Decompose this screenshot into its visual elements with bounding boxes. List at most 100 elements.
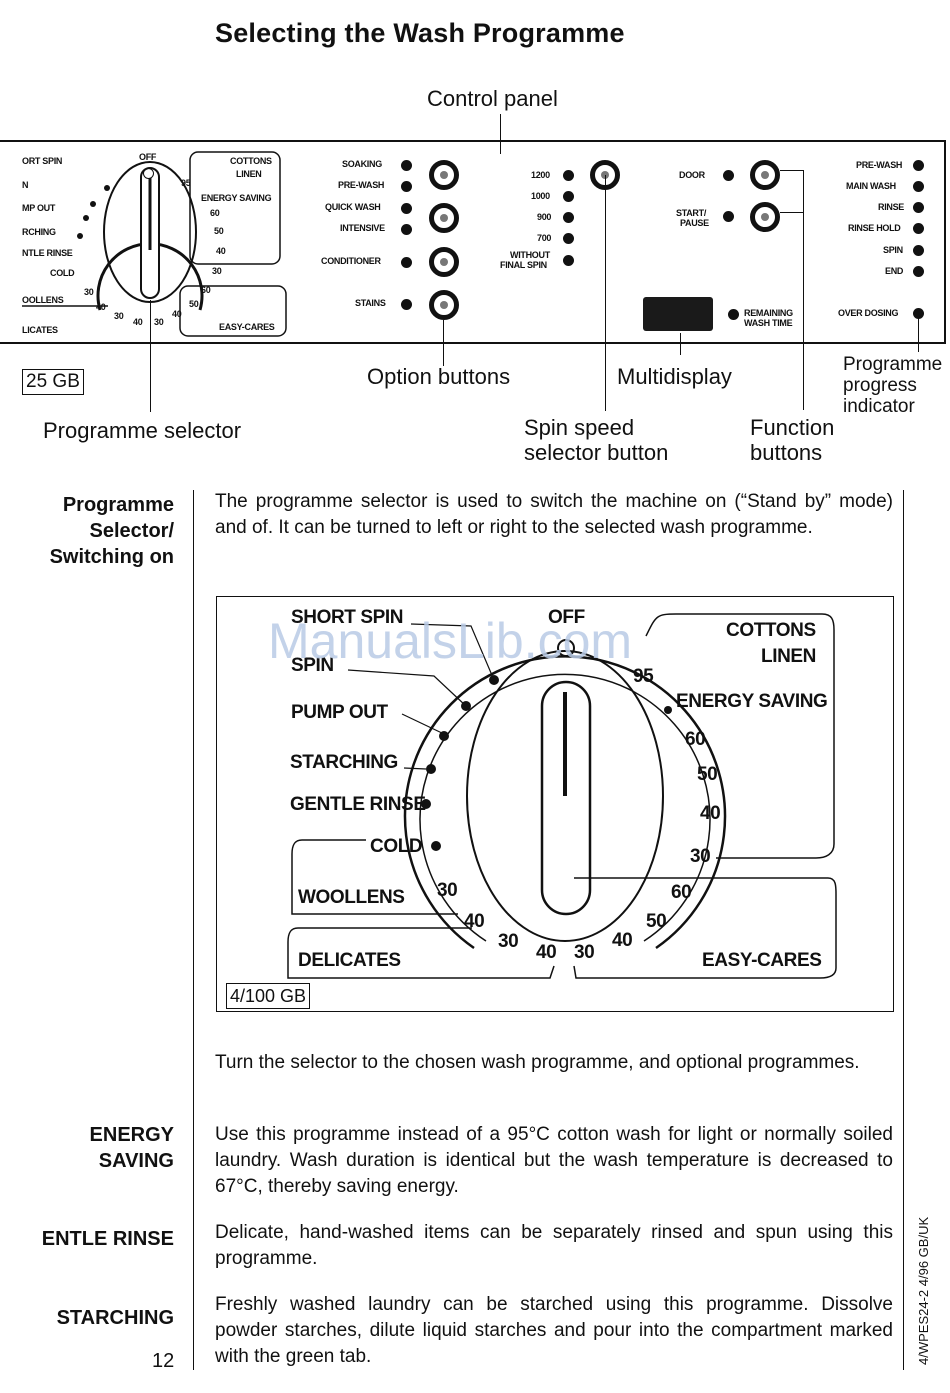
start-pause-button[interactable] (750, 202, 780, 232)
section-heading-gentle-rinse: ENTLE RINSE (41, 1228, 174, 1250)
spin-led (563, 191, 574, 202)
figure-dial-label: 40 (612, 930, 633, 951)
figure-dial-label: 40 (700, 803, 721, 824)
option-led (401, 181, 412, 192)
power-icon (143, 168, 154, 179)
progress-led (913, 266, 924, 277)
progress-led (913, 223, 924, 234)
model-code-label: 25 GB (22, 369, 84, 395)
option-led (401, 203, 412, 214)
remaining-label: REMAINING (744, 308, 793, 318)
progress-led (913, 245, 924, 256)
figure-dial-off: OFF (548, 607, 585, 628)
page-title: Selecting the Wash Programme (215, 18, 625, 48)
progress-label: RINSE (878, 202, 905, 212)
programme-selector-label: Programme selector (43, 418, 242, 443)
figure-dial-label: GENTLE RINSE (290, 794, 426, 815)
spin-label: 1200 (531, 170, 550, 180)
door-button[interactable] (750, 160, 780, 190)
panel-dial-label: 95 (181, 178, 191, 188)
figure-code-label: 4/100 GB (226, 983, 311, 1009)
panel-dial-label: ENERGY SAVING (201, 193, 272, 203)
figure-dial-label: COLD (370, 836, 423, 857)
panel-dial-label: 50 (214, 226, 224, 236)
option-button[interactable] (429, 290, 459, 320)
figure-dial-label: STARCHING (290, 752, 398, 773)
panel-dial-label: ORT SPIN (22, 156, 63, 166)
panel-dial-graphic (22, 151, 287, 337)
option-led (401, 299, 412, 310)
figure-dial-label: PUMP OUT (291, 702, 388, 723)
section-text: Use this programme instead of a 95°C cot… (215, 1124, 893, 1197)
spin-led (563, 255, 574, 266)
function-label: DOOR (679, 170, 705, 180)
panel-dial-label: 30 (84, 287, 94, 297)
progress-label: END (885, 266, 904, 276)
figure-dial-label: 40 (464, 911, 485, 932)
figure-dial-label: DELICATES (298, 950, 401, 971)
panel-dial-label: RCHING (22, 227, 56, 237)
panel-dial-label: COLD (50, 268, 75, 278)
panel-dial-label: 40 (96, 302, 106, 312)
section-heading-starching: STARCHING (56, 1307, 174, 1329)
option-label: PRE-WASH (338, 180, 385, 190)
option-button[interactable] (429, 247, 459, 277)
section-text: Delicate, hand-washed items can be separ… (215, 1222, 893, 1269)
panel-dial-label: 40 (172, 309, 182, 319)
figure-dial-label: 50 (646, 911, 667, 932)
start-pause-led (723, 211, 734, 222)
panel-dial-label: 40 (216, 246, 226, 256)
selector-dial-graphic (287, 613, 837, 979)
progress-label: RINSE HOLD (848, 223, 901, 233)
figure-dial-label: LINEN (761, 646, 817, 667)
remaining-time-led (728, 309, 739, 320)
spin-led (563, 212, 574, 223)
column-rule (193, 490, 194, 1370)
control-panel-label: Control panel (427, 86, 558, 111)
progress-led (913, 181, 924, 192)
progress-label: PRE-WASH (856, 160, 903, 170)
option-button[interactable] (429, 203, 459, 233)
option-label: INTENSIVE (340, 223, 385, 233)
figure-dial-label: 60 (685, 729, 706, 750)
figure-dial-label: ENERGY SAVING (676, 691, 828, 712)
figure-dial-label: 50 (697, 764, 718, 785)
control-panel (0, 140, 946, 344)
option-buttons-label: Option buttons (367, 364, 511, 389)
section-heading-energy-saving: ENERGY SAVING (89, 1124, 174, 1172)
panel-dial-label: OOLLENS (22, 295, 64, 305)
section-text: Turn the selector to the chosen wash pro… (215, 1052, 860, 1073)
panel-dial-off: OFF (139, 152, 157, 162)
panel-dial-label: LICATES (22, 325, 58, 335)
panel-dial-label: EASY-CARES (219, 322, 275, 332)
section-text: The programme selector is used to switch… (215, 491, 893, 538)
document-code: 4/WPES24-2 4/96 GB/UK (916, 1216, 931, 1365)
leader-line (803, 170, 804, 410)
figure-dial-label: COTTONS (726, 620, 816, 641)
leader-line (918, 318, 919, 352)
spin-led (563, 170, 574, 181)
selector-dial-figure (216, 596, 894, 1012)
panel-dial-label: 60 (210, 208, 220, 218)
function-label: PAUSE (680, 218, 709, 228)
figure-dial-label: SPIN (291, 655, 334, 676)
remaining-label: WASH TIME (744, 318, 793, 328)
leader-line (780, 212, 804, 213)
progress-label: SPIN (883, 245, 903, 255)
option-label: STAINS (355, 298, 386, 308)
figure-dial-label: 95 (633, 666, 654, 687)
leader-line (680, 333, 681, 355)
option-button[interactable] (429, 160, 459, 190)
leader-line (780, 170, 804, 171)
option-label: QUICK WASH (325, 202, 381, 212)
panel-dial-label: NTLE RINSE (22, 248, 73, 258)
spin-label: 1000 (531, 191, 550, 201)
option-label: SOAKING (342, 159, 382, 169)
panel-dial-label: MP OUT (22, 203, 56, 213)
section-heading-programme-selector: Programme Selector/ Switching on (49, 494, 174, 568)
spin-label: 900 (537, 212, 552, 222)
over-dosing-led (913, 308, 924, 319)
panel-dial-label: LINEN (236, 169, 262, 179)
progress-label: MAIN WASH (846, 181, 896, 191)
spin-label: FINAL SPIN (500, 260, 547, 270)
